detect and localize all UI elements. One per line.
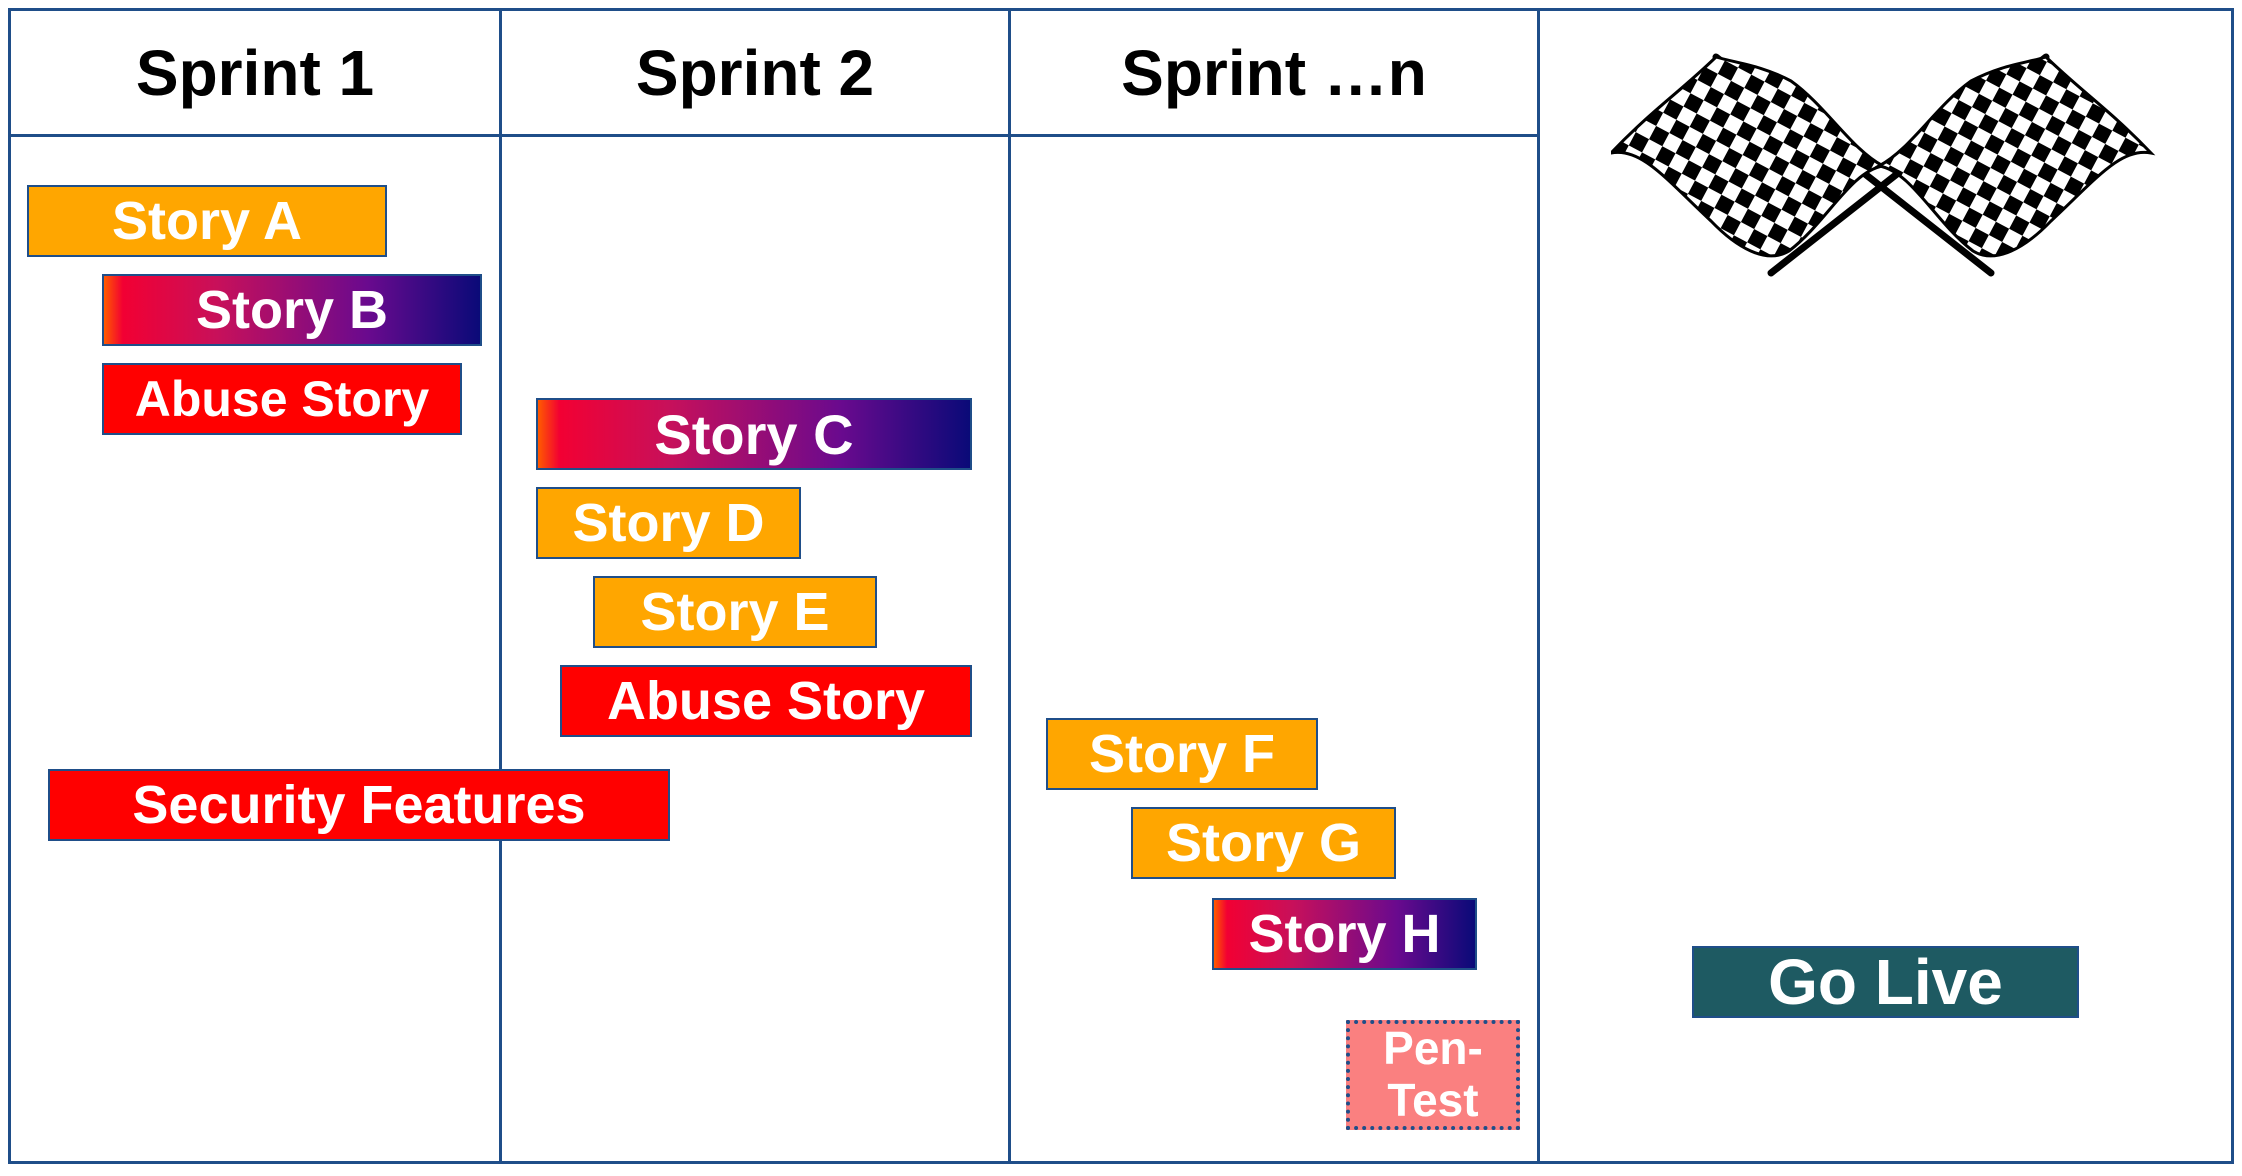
story-f-card[interactable]: Story F [1046, 718, 1318, 790]
story-b-card[interactable]: Story B [102, 274, 482, 346]
header-sprint-1: Sprint 1 [135, 36, 375, 109]
checkered-flags-icon [1611, 53, 2156, 277]
column-divider-2 [1008, 11, 1011, 1161]
pen-test-card[interactable]: Pen- Test [1346, 1020, 1520, 1130]
abuse-story-card-2[interactable]: Abuse Story [560, 665, 972, 737]
pen-test-label-line-2: Test [1387, 1074, 1479, 1126]
abuse-story-card-1[interactable]: Abuse Story [102, 363, 462, 435]
story-c-card[interactable]: Story C [536, 398, 972, 470]
story-g-card[interactable]: Story G [1131, 807, 1396, 879]
column-divider-1 [499, 11, 502, 1161]
story-d-card[interactable]: Story D [536, 487, 801, 559]
sprint-board: Sprint 1 Sprint 2 Sprint …n [8, 8, 2234, 1164]
story-a-card[interactable]: Story A [27, 185, 387, 257]
security-features-card[interactable]: Security Features [48, 769, 670, 841]
story-h-card[interactable]: Story H [1212, 898, 1477, 970]
go-live-card[interactable]: Go Live [1692, 946, 2079, 1018]
header-divider [11, 134, 1540, 137]
header-sprint-2: Sprint 2 [635, 36, 875, 109]
header-sprint-n: Sprint …n [1121, 36, 1427, 109]
story-e-card[interactable]: Story E [593, 576, 877, 648]
column-divider-3 [1537, 11, 1540, 1161]
pen-test-label-line-1: Pen- [1383, 1022, 1483, 1075]
